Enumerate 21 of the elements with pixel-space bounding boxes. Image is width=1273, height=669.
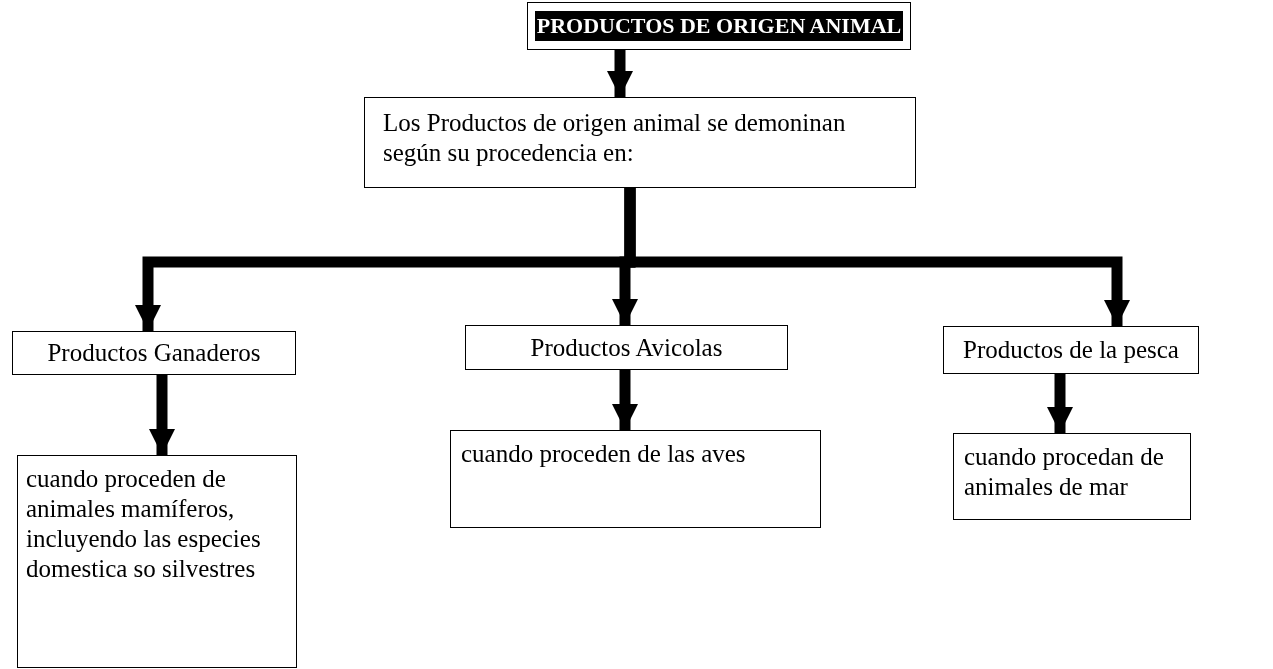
arrow (624, 188, 1130, 326)
text-box (12, 331, 296, 375)
arrow (149, 375, 175, 455)
arrow (607, 50, 633, 97)
box-text: Productos Ganaderos (47, 338, 261, 368)
box-text: Los Productos de origen animal se demoninan según su procedencia en: (383, 108, 847, 168)
text-box (17, 455, 297, 668)
box-text: cuando proceden de las aves (461, 439, 746, 469)
title-box (527, 2, 911, 50)
text-box (943, 326, 1199, 374)
box-text: Productos Avicolas (530, 332, 723, 363)
title-text: PRODUCTOS DE ORIGEN ANIMAL (534, 10, 904, 42)
arrow (1047, 374, 1073, 433)
box-text: cuando procedan de animales de mar (964, 442, 1165, 502)
arrow (612, 370, 638, 430)
box-text: cuando proceden de animales mamíferos, incluyendo las especies domestica so silvestres (26, 464, 262, 584)
text-box (450, 430, 821, 528)
text-box (364, 97, 916, 188)
text-box (465, 325, 788, 370)
text-box (953, 433, 1191, 520)
box-text: Productos de la pesca (963, 335, 1179, 365)
